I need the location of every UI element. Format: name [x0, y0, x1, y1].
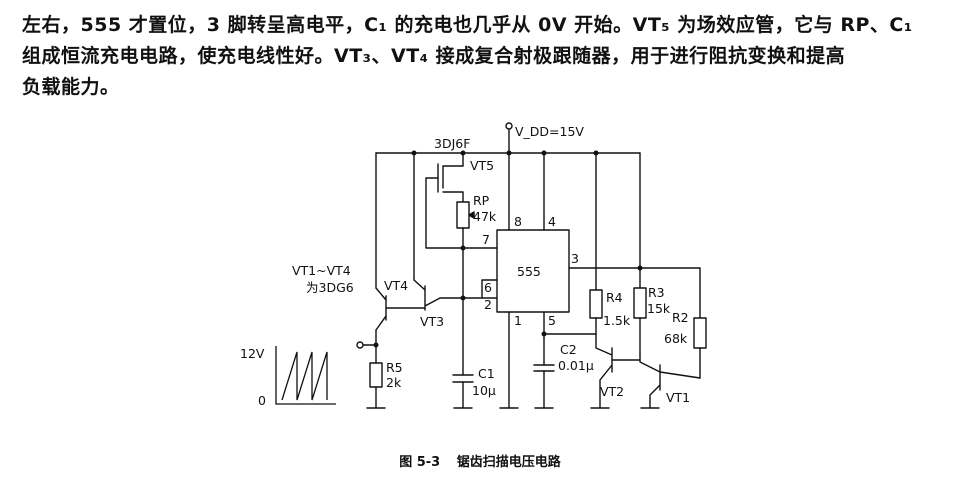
- vt3-label: VT3: [420, 314, 444, 329]
- junction-dots: [373, 150, 643, 348]
- rp-resistor: [456, 201, 470, 229]
- vt5-fet: [437, 163, 464, 203]
- vt4-label: VT4: [384, 278, 408, 293]
- c1-name-label: C1: [478, 366, 495, 381]
- r5-resistor: [369, 362, 383, 388]
- vt3-transistor: [413, 279, 464, 311]
- transistor-note-1: VT1~VT4: [292, 263, 351, 278]
- r4-name-label: R4: [606, 290, 623, 305]
- output-terminal: [356, 341, 364, 349]
- paragraph-line-3: 负载能力。: [22, 76, 120, 98]
- chip-555: [496, 229, 570, 313]
- rp-name-label: RP: [473, 193, 490, 208]
- vt4-transistor: [375, 287, 387, 331]
- pin7-label: 7: [482, 232, 490, 247]
- r5-value-label: 2k: [386, 375, 402, 390]
- figure-caption: 图 5-3 锯齿扫描电压电路: [0, 451, 960, 470]
- pin6-pin2-link: [462, 279, 498, 299]
- r5-name-label: R5: [386, 360, 403, 375]
- r3-value-label: 15k: [647, 301, 671, 316]
- vt5-gate-loop: [425, 177, 464, 249]
- pin2-label: 2: [484, 297, 492, 312]
- rp-value-label: 47k: [473, 209, 497, 224]
- c2-value-label: 0.01μ: [558, 358, 594, 373]
- r4-resistor: [589, 289, 603, 319]
- vt2-label: VT2: [600, 384, 624, 399]
- transistor-note-2: 为3DG6: [306, 280, 354, 295]
- body-paragraph: 左右，555 才置位，3 脚转呈高电平，C₁ 的充电也几乎从 0V 开始。VT₅…: [22, 10, 942, 103]
- pin4-label: 4: [548, 214, 556, 229]
- vdd-terminal: [505, 122, 513, 130]
- fet-type-label: 3DJ6F: [434, 136, 470, 151]
- vt5-label: VT5: [470, 158, 494, 173]
- wave-low-label: 0: [258, 393, 266, 408]
- r2-resistor: [693, 317, 707, 349]
- vt1-transistor: [639, 354, 701, 409]
- figure-title: 锯齿扫描电压电路: [456, 455, 561, 470]
- r3-resistor: [633, 287, 647, 319]
- pin8-label: 8: [514, 214, 522, 229]
- paragraph-line-2: 组成恒流充电电路，使充电线性好。VT₃、VT₄ 接成复合射极跟随器，用于进行阻抗…: [22, 45, 846, 67]
- vt1-label: VT1: [666, 390, 690, 405]
- pin6-label: 6: [484, 280, 492, 295]
- r3-name-label: R3: [648, 285, 665, 300]
- pin3-label: 3: [571, 251, 579, 266]
- c1-value-label: 10μ: [472, 383, 496, 398]
- c2-name-label: C2: [560, 342, 577, 357]
- pin3-wire: [568, 267, 701, 319]
- r2-value-label: 68k: [664, 331, 688, 346]
- r4-value-label: 1.5k: [603, 313, 631, 328]
- pin5-label: 5: [548, 313, 556, 328]
- pin1-label: 1: [514, 313, 522, 328]
- vdd-label: V_DD=15V: [515, 124, 584, 139]
- paragraph-line-1: 左右，555 才置位，3 脚转呈高电平，C₁ 的充电也几乎从 0V 开始。VT₅…: [22, 14, 913, 36]
- figure-number: 图 5-3: [399, 455, 441, 470]
- wave-high-label: 12V: [240, 346, 265, 361]
- sawtooth-waveform: [275, 346, 336, 405]
- chip-label: 555: [517, 264, 541, 279]
- r2-name-label: R2: [672, 310, 689, 325]
